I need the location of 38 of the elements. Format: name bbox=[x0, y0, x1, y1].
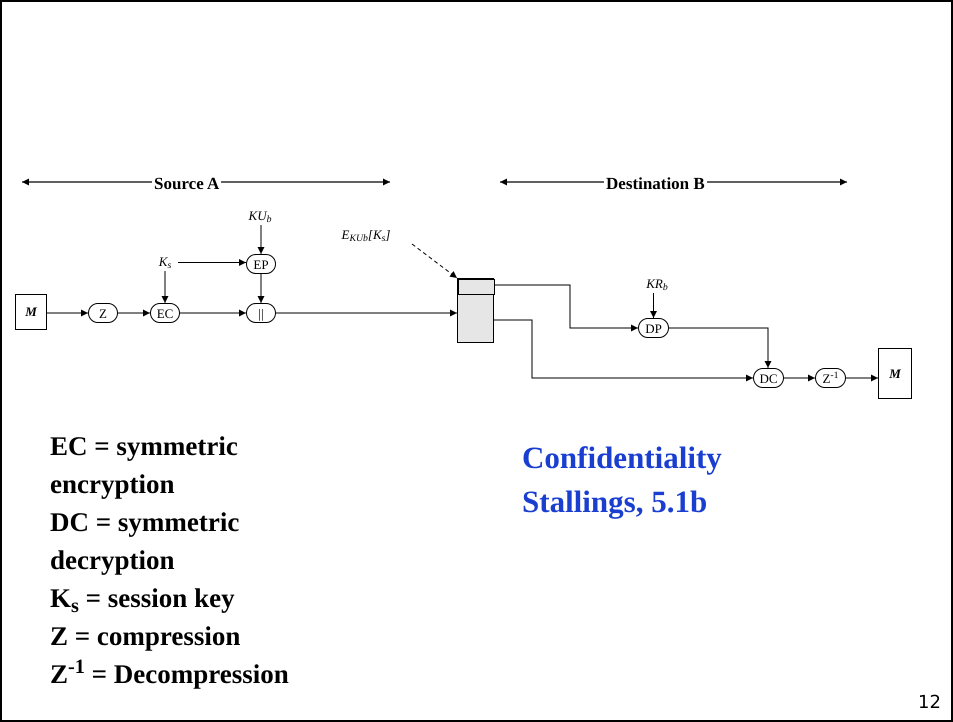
arrow bbox=[846, 374, 878, 382]
operation-node: Z$^{-1}$ bbox=[815, 368, 846, 388]
arrow bbox=[46, 310, 88, 316]
key-label: E$_{KUb}$[K$_{s}$] bbox=[320, 224, 412, 244]
operation-node: EC bbox=[150, 303, 180, 323]
key-label: KU$_{b}$ bbox=[240, 205, 280, 225]
operation-node: EP bbox=[246, 254, 276, 274]
arrow bbox=[162, 270, 168, 304]
operation-node: DC bbox=[753, 368, 784, 388]
arrow bbox=[118, 310, 150, 316]
message-box: M bbox=[878, 348, 912, 399]
definition-text: EC = symmetric encryption bbox=[50, 430, 239, 501]
message-box: M bbox=[15, 294, 47, 330]
definition-text: K$_{s}$ = session key bbox=[50, 582, 236, 617]
arrow bbox=[276, 310, 458, 316]
box-section bbox=[458, 279, 495, 295]
dashed-arrow bbox=[412, 244, 458, 278]
citation-text: Stallings, 5.1b bbox=[522, 483, 708, 521]
definition-text: Z = compression bbox=[50, 620, 242, 653]
definition-text: DC = symmetric decryption bbox=[50, 506, 240, 577]
definition-text: Z$^{-1}$ = Decompression bbox=[50, 655, 290, 691]
arrow bbox=[784, 374, 816, 382]
arrow bbox=[258, 224, 264, 254]
key-label: K$_{s}$ bbox=[152, 251, 178, 271]
operation-node: || bbox=[246, 303, 276, 323]
operation-node: DP bbox=[638, 318, 669, 338]
heading-text: Confidentiality bbox=[522, 439, 722, 477]
arrow bbox=[258, 274, 264, 304]
arrow bbox=[494, 320, 754, 382]
message-block bbox=[457, 278, 494, 343]
arrow bbox=[668, 328, 772, 368]
arrow bbox=[494, 284, 638, 332]
operation-node: Z bbox=[88, 303, 118, 323]
page-number: 12 bbox=[918, 691, 941, 715]
key-label: KR$_{b}$ bbox=[635, 273, 679, 293]
arrow bbox=[180, 310, 246, 316]
arrow bbox=[650, 292, 657, 318]
arrow bbox=[178, 259, 246, 266]
